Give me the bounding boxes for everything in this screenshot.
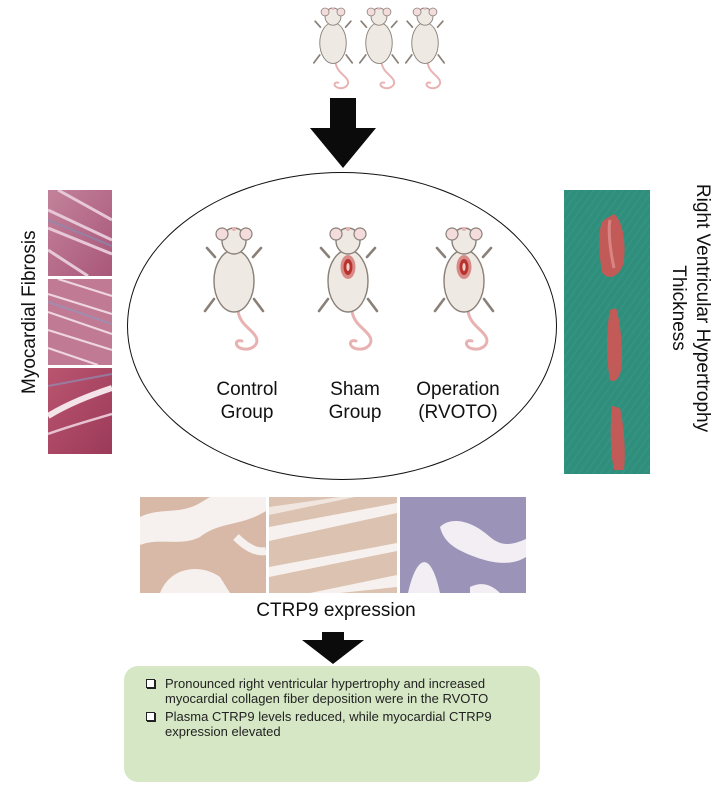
summary-bullet: Plasma CTRP9 levels reduced, while myoca…	[146, 709, 526, 739]
down-arrow-icon	[302, 632, 364, 664]
myocardial-fibrosis-label: Myocardial Fibrosis	[19, 230, 40, 394]
checkbox-bullet-icon	[146, 679, 155, 688]
rat-group-illustration	[218, 6, 448, 92]
rat-icon	[360, 7, 398, 88]
ctrp9-histology-images	[140, 497, 526, 593]
operation-rat-icon	[422, 225, 506, 355]
summary-box: Pronounced right ventricular hypertrophy…	[124, 666, 540, 782]
down-arrow-icon	[310, 98, 376, 168]
operation-group-label: Operation(RVOTO)	[416, 379, 500, 423]
fibrosis-histology-images	[48, 190, 112, 454]
rat-icon	[314, 7, 352, 88]
rv-hypertrophy-label: Right Ventricular Hypertrophy Thickness	[668, 183, 713, 433]
sham-rat-icon	[306, 225, 390, 355]
ctrp9-expression-label: CTRP9 expression	[256, 600, 416, 621]
rat-icon	[406, 7, 444, 88]
experimental-groups-ellipse	[127, 172, 557, 480]
control-rat-icon	[192, 225, 276, 355]
rv-hypertrophy-tissue-photo	[564, 190, 650, 474]
summary-bullet: Pronounced right ventricular hypertrophy…	[146, 676, 526, 706]
checkbox-bullet-icon	[146, 712, 155, 721]
